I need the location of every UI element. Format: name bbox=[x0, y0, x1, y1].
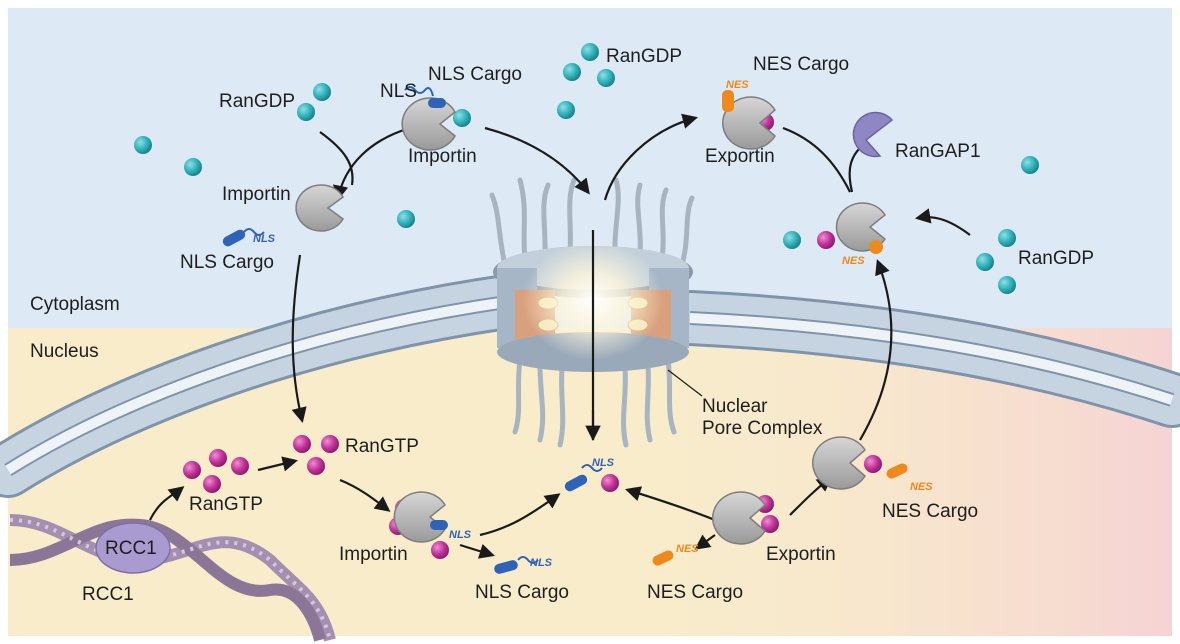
nes-cargo-bottom-label: NES Cargo bbox=[647, 582, 743, 603]
exportin-top-label: Exportin bbox=[705, 146, 775, 167]
nls-tag-cargo-bottom: NLS bbox=[530, 557, 553, 569]
exportin-bottom-shape bbox=[712, 491, 766, 545]
arrow-rcc1-to-rangtp bbox=[149, 486, 185, 521]
rangap1-label: RanGAP1 bbox=[895, 141, 981, 162]
nls-tag-bottom: NLS bbox=[449, 529, 472, 541]
exportin-right-complex: NES bbox=[835, 202, 886, 267]
ran-gdp-topleft-label: RanGDP bbox=[219, 91, 295, 112]
arrow-to-release bbox=[479, 493, 561, 537]
importin-bottom-complex: NLS bbox=[393, 491, 472, 543]
nls-tail-top bbox=[404, 86, 434, 97]
cytoplasm-label: Cytoplasm bbox=[30, 294, 120, 315]
nls-tag-center: NLS bbox=[592, 457, 615, 469]
arrow-exportin-to-release bbox=[625, 486, 716, 522]
nes-cargo-top-label: NES Cargo bbox=[753, 54, 849, 75]
arrow-left-down-nucleus bbox=[291, 254, 307, 423]
nls-tag-left: NLS bbox=[253, 233, 276, 245]
ran-gdp-particles bbox=[134, 43, 1039, 294]
exportin-top-complex: NES bbox=[722, 79, 776, 150]
nes-tag-right-nuc: NES bbox=[910, 481, 933, 493]
nucleus-label: Nucleus bbox=[30, 341, 99, 362]
arrow-rangap1 bbox=[848, 147, 861, 193]
ran-gtp-center-label: RanGTP bbox=[345, 436, 419, 457]
rcc1-blob bbox=[95, 522, 171, 574]
nuclear-envelope-left bbox=[0, 272, 548, 498]
nls-cargo-left-label: NLS Cargo bbox=[180, 252, 274, 273]
arrow-right-up-cytoplasm bbox=[859, 259, 893, 441]
arrow-rangtp-merge bbox=[257, 456, 298, 472]
nes-cargo-bottom: NES bbox=[652, 543, 699, 566]
nls-cargo-center: NLS bbox=[564, 457, 615, 492]
nls-cargo-top-shape bbox=[428, 98, 446, 108]
arrow-importin-to-pore bbox=[484, 126, 590, 195]
importin-left-shape bbox=[295, 184, 344, 232]
dna-helix bbox=[9, 514, 336, 642]
nls-cargo-bottom: NLS bbox=[494, 556, 553, 574]
nes-tag-right-cyto: NES bbox=[842, 255, 865, 267]
importin-top-label: Importin bbox=[408, 146, 477, 167]
nuclear-pore-complex bbox=[489, 177, 695, 448]
rangap1-shape bbox=[852, 111, 894, 158]
nls-cargo-top-label: NLS Cargo bbox=[428, 64, 522, 85]
ran-gdp-right-label: RanGDP bbox=[1018, 248, 1094, 269]
nls-top-label: NLS bbox=[380, 81, 417, 102]
arrow-nes-cargo-release bbox=[694, 534, 716, 550]
arrow-importin-to-left bbox=[333, 126, 411, 202]
arrow-rangdp-right-in bbox=[914, 208, 971, 236]
ran-gtp-left-label: RanGTP bbox=[189, 494, 263, 515]
rcc1-below-label: RCC1 bbox=[82, 584, 134, 605]
importin-top-complex bbox=[401, 86, 456, 151]
transport-arrows bbox=[149, 113, 971, 559]
arrow-nls-cargo-release bbox=[459, 543, 495, 559]
nes-cargo-right-label: NES Cargo bbox=[882, 501, 978, 522]
npc-label-line2: Pore Complex bbox=[702, 418, 823, 439]
npc-pointer-line bbox=[667, 369, 703, 397]
importin-bottom-label: Importin bbox=[339, 544, 408, 565]
exportin-nucleus-right: NES bbox=[812, 436, 933, 493]
nls-cargo-left: NLS bbox=[222, 228, 276, 247]
arrow-pore-to-exportin bbox=[603, 113, 698, 201]
labels: Cytoplasm Nucleus RanGDP RanGDP RanGDP N… bbox=[30, 46, 1094, 605]
nuclear-envelope-right bbox=[662, 290, 1180, 428]
arrow-rangtp-to-importin bbox=[339, 478, 391, 512]
arrow-exportin-to-complex bbox=[782, 126, 851, 193]
npc-label-line1: Nuclear bbox=[702, 396, 768, 417]
rcc1-blob-label: RCC1 bbox=[105, 538, 157, 559]
nes-tag-bottom: NES bbox=[676, 543, 699, 555]
nes-tag-top: NES bbox=[726, 79, 749, 91]
exportin-bottom-label: Exportin bbox=[766, 544, 836, 565]
arrow-rangdp-release bbox=[319, 131, 354, 186]
nls-cargo-bottom-label: NLS Cargo bbox=[475, 582, 569, 603]
ran-gdp-topcenter-label: RanGDP bbox=[606, 46, 682, 67]
importin-left-label: Importin bbox=[222, 184, 291, 205]
